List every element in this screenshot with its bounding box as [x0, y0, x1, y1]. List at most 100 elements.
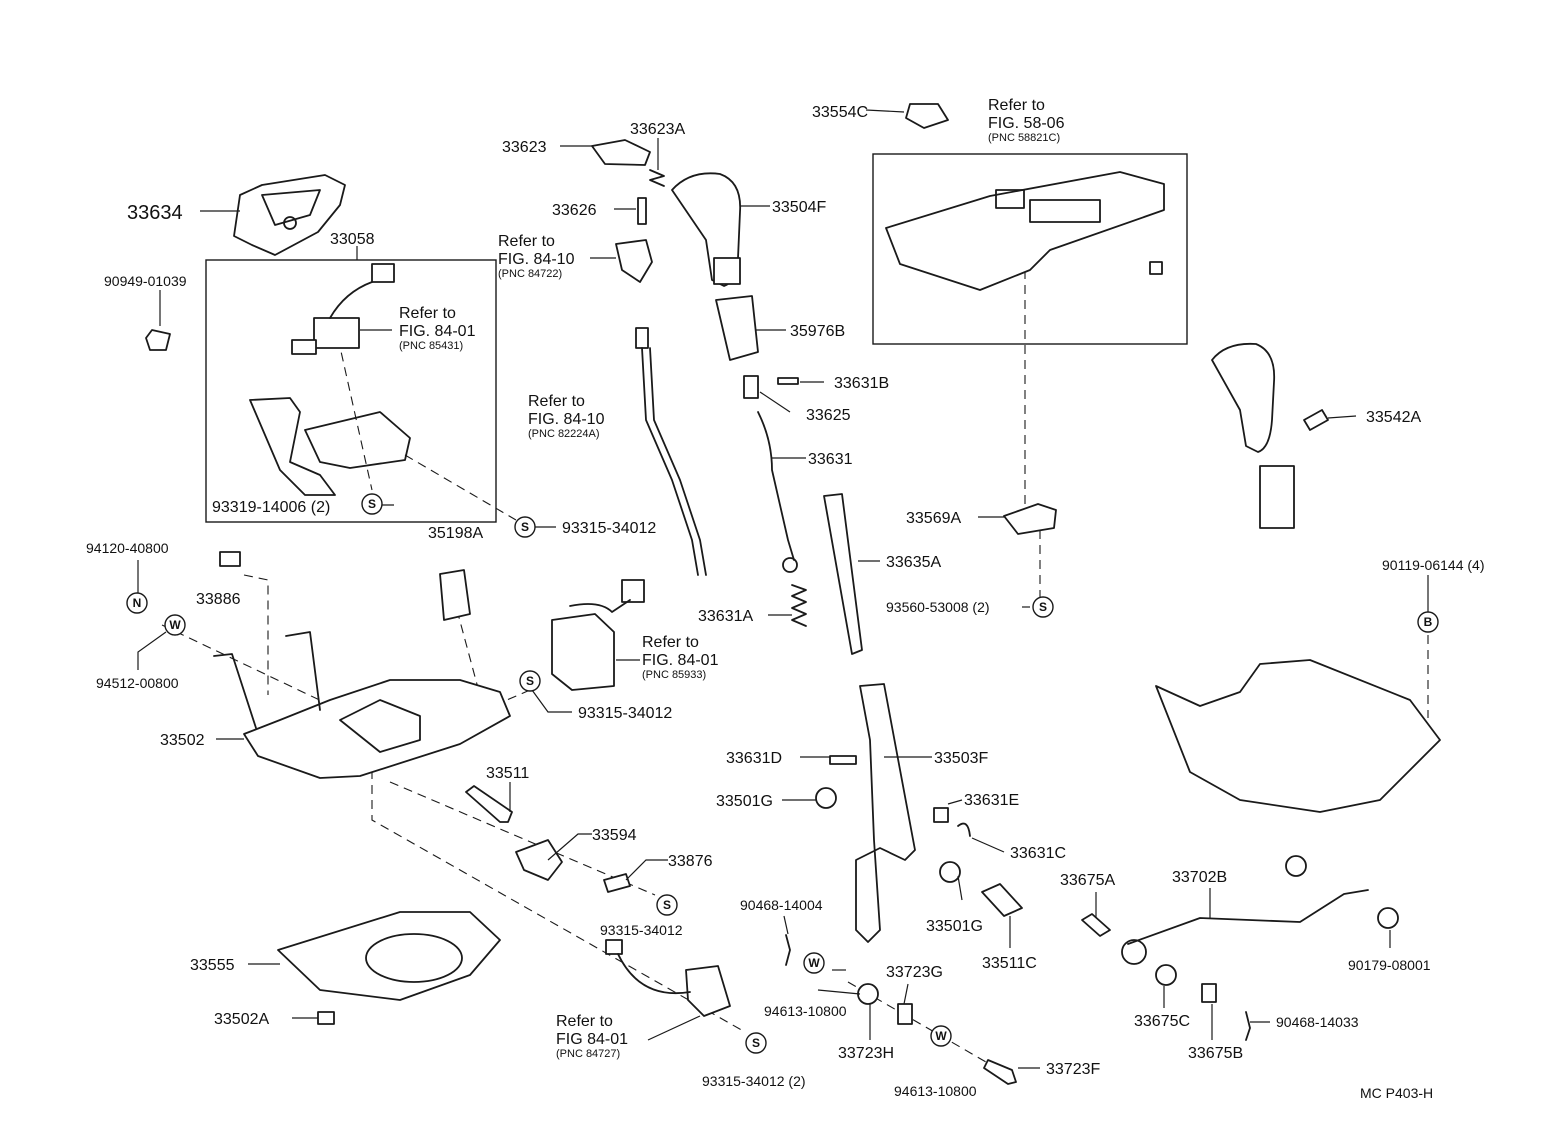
- part-33876-spring: [603, 873, 631, 893]
- label-33554C: 33554C: [812, 104, 868, 121]
- part-33554C-cap: [905, 103, 949, 129]
- label-90119-06144: 90119-06144 (4): [1382, 557, 1484, 573]
- part-33723F-bolt: [983, 1059, 1017, 1085]
- leader-lines: [137, 109, 1429, 1069]
- part-90468-14033-clip: [1245, 1011, 1251, 1041]
- label-33569A: 33569A: [906, 510, 961, 527]
- ref-84-01-a-refer: Refer to: [399, 305, 456, 322]
- label-33631B: 33631B: [834, 375, 889, 392]
- part-90179-08001-nut: [1377, 907, 1399, 929]
- ref-84-01-b-pnc: (PNC 85933): [642, 669, 706, 681]
- label-33675B: 33675B: [1188, 1045, 1243, 1062]
- label-33511: 33511: [486, 765, 529, 782]
- part-33569A-bezel: [1003, 503, 1057, 535]
- label-35198A: 35198A: [428, 525, 483, 542]
- label-94613-10800-b: 94613-10800: [894, 1083, 977, 1099]
- svg-text:W: W: [169, 618, 181, 632]
- s-symbol-icon: S: [361, 493, 383, 515]
- part-35198A-bracket: [439, 569, 471, 621]
- ref-84-01-c-pnc: (PNC 84727): [556, 1048, 620, 1060]
- b-symbol-icon: B: [1417, 611, 1439, 633]
- part-33504F-knob: [671, 172, 742, 287]
- label-94613-10800-a: 94613-10800: [764, 1003, 847, 1019]
- part-33542A-bolt: [1303, 409, 1329, 431]
- ref-84-10-b-pnc: (PNC 82224A): [528, 428, 600, 440]
- label-33501G-b: 33501G: [926, 918, 983, 935]
- label-90468-14004: 90468-14004: [740, 897, 823, 913]
- label-90468-14033: 90468-14033: [1276, 1014, 1359, 1030]
- part-33631-end: [782, 557, 798, 573]
- label-33625: 33625: [806, 407, 851, 424]
- part-right-shift-assembly: [1155, 342, 1441, 877]
- label-33631E: 33631E: [964, 792, 1019, 809]
- label-33542A: 33542A: [1366, 409, 1421, 426]
- label-33503F: 33503F: [934, 750, 988, 767]
- svg-text:N: N: [133, 596, 142, 610]
- label-33886: 33886: [196, 591, 241, 608]
- ref-84-10-a-fig: FIG. 84-10: [498, 251, 575, 268]
- part-33511C-collar: [981, 883, 1023, 917]
- w-symbol-icon: W: [930, 1025, 952, 1047]
- label-33501G-a: 33501G: [716, 793, 773, 810]
- part-33675B-sleeve: [1201, 983, 1217, 1003]
- label-33623: 33623: [502, 139, 547, 156]
- part-33623A-spring: [649, 169, 665, 187]
- w-symbol-icon: W: [803, 952, 825, 974]
- footer-code: MC P403-H: [1360, 1085, 1433, 1101]
- part-33623-cap: [591, 139, 651, 166]
- s-symbol-icon: S: [514, 516, 536, 538]
- part-33634-bracket: [233, 174, 346, 256]
- part-90468-14004-pin: [785, 934, 791, 966]
- ref-84-10-b-fig: FIG. 84-10: [528, 411, 605, 428]
- part-33723H-nut: [857, 983, 879, 1005]
- label-94120-40800: 94120-40800: [86, 540, 169, 556]
- svg-text:S: S: [521, 520, 529, 534]
- w-symbol-icon: W: [164, 614, 186, 636]
- svg-text:W: W: [808, 956, 820, 970]
- ref-84-10-b-refer: Refer to: [528, 393, 585, 410]
- label-93560-53008: 93560-53008 (2): [886, 599, 990, 615]
- part-84727-switch: [605, 939, 731, 1017]
- svg-text:B: B: [1424, 615, 1433, 629]
- part-33626-pin: [637, 197, 647, 225]
- ref-84-10-a-refer: Refer to: [498, 233, 555, 250]
- part-33702B-end: [1121, 939, 1147, 965]
- ref-84-01-c-fig: FIG 84-01: [556, 1031, 628, 1048]
- part-33058-bracket: [249, 397, 411, 496]
- part-33594-detent: [515, 839, 563, 881]
- svg-text:S: S: [752, 1036, 760, 1050]
- part-33675C-bushing: [1155, 964, 1177, 986]
- ref-58-06-fig: FIG. 58-06: [988, 115, 1065, 132]
- label-33626: 33626: [552, 202, 597, 219]
- label-33723F: 33723F: [1046, 1061, 1100, 1078]
- part-33631D-pin: [829, 755, 857, 765]
- part-58821C-console: [885, 171, 1165, 291]
- label-93315-34012-c: 93315-34012: [600, 922, 683, 938]
- part-33503F-lever: [855, 683, 916, 943]
- ref-58-06-refer: Refer to: [988, 97, 1045, 114]
- label-33675A: 33675A: [1060, 872, 1115, 889]
- label-33631A: 33631A: [698, 608, 753, 625]
- label-94512-00800: 94512-00800: [96, 675, 179, 691]
- part-33511-bolt: [465, 785, 513, 823]
- part-84722-switch: [615, 239, 653, 283]
- svg-text:S: S: [368, 497, 376, 511]
- part-33625-sleeve: [743, 375, 759, 399]
- label-33631C: 33631C: [1010, 845, 1066, 862]
- part-33702B-rod: [1127, 889, 1369, 945]
- label-33876: 33876: [668, 853, 713, 870]
- frame-console-panel: [872, 153, 1188, 345]
- ref-84-01-b-refer: Refer to: [642, 634, 699, 651]
- label-93315-34012-2: 93315-34012 (2): [702, 1073, 806, 1089]
- label-33634: 33634: [127, 202, 183, 224]
- s-symbol-icon: S: [745, 1032, 767, 1054]
- label-33058: 33058: [330, 231, 375, 248]
- part-33723G-sleeve: [897, 1003, 913, 1025]
- label-33675C: 33675C: [1134, 1013, 1190, 1030]
- part-33555-plate: [277, 911, 501, 1001]
- label-90179-08001: 90179-08001: [1348, 957, 1431, 973]
- part-85933-switch-box: [551, 579, 645, 691]
- s-symbol-icon: S: [656, 894, 678, 916]
- label-33511C: 33511C: [982, 955, 1037, 972]
